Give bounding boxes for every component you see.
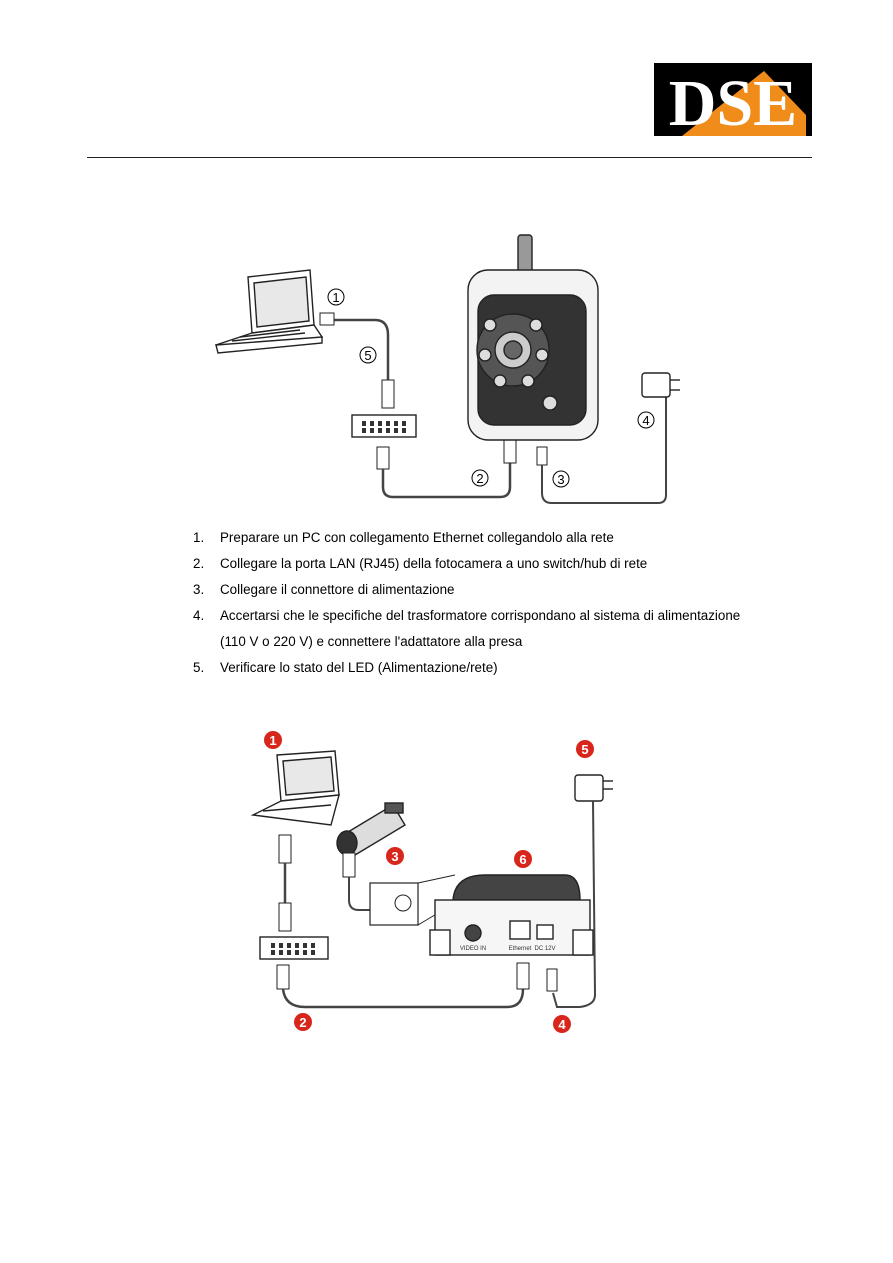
callout-5: 5: [359, 346, 377, 364]
svg-text:4: 4: [558, 1017, 566, 1032]
svg-text:3: 3: [391, 849, 398, 864]
svg-text:2: 2: [299, 1015, 306, 1030]
svg-text:3: 3: [557, 472, 564, 487]
callout-4: 4: [637, 411, 655, 429]
callout-3: 3: [552, 470, 570, 488]
svg-text:5: 5: [581, 742, 588, 757]
callout-1: 1: [327, 288, 345, 306]
callout-4: 4: [553, 1015, 571, 1033]
header-divider: [87, 157, 812, 158]
svg-text:2: 2: [476, 471, 483, 486]
callout-5: 5: [576, 740, 594, 758]
dse-logo: DSE: [654, 63, 812, 136]
svg-text:4: 4: [642, 413, 649, 428]
camera-connection-diagram: 1 5 2 3 4: [210, 225, 690, 530]
step-4-continuation: (110 V o 220 V) e connettere l'adattator…: [220, 634, 523, 649]
port-label-dc12v: DC 12V: [534, 946, 555, 952]
step-5: 5.Verificare lo stato del LED (Alimentaz…: [193, 660, 498, 675]
step-3: 3.Collegare il connettore di alimentazio…: [193, 582, 455, 597]
callout-3: 3: [386, 847, 404, 865]
callout-6: 6: [514, 850, 532, 868]
video-server-connection-diagram: VIDEO IN Ethernet DC 12V 1 2 3 4 5 6: [235, 725, 655, 1040]
logo-letters: DSE: [669, 67, 797, 136]
port-label-ethernet: Ethernet: [509, 946, 532, 952]
analog-camera-icon: [336, 802, 406, 856]
video-server-icon: [429, 874, 594, 956]
laptop-icon: [250, 750, 340, 826]
svg-text:6: 6: [519, 852, 526, 867]
power-adapter-icon: [641, 372, 680, 398]
network-hub-icon: [351, 414, 417, 438]
svg-text:1: 1: [269, 733, 276, 748]
callout-2: 2: [471, 469, 489, 487]
setup-steps-list: 1.Preparare un PC con collegamento Ether…: [193, 525, 813, 681]
step-2: 2.Collegare la porta LAN (RJ45) della fo…: [193, 556, 648, 571]
step-4: 4.Accertarsi che le specifiche del trasf…: [193, 603, 813, 655]
power-adapter-icon: [574, 774, 613, 802]
callout-2: 2: [294, 1013, 312, 1031]
laptop-icon: [214, 269, 324, 354]
svg-text:5: 5: [364, 348, 371, 363]
callout-1: 1: [264, 731, 282, 749]
network-hub-icon: [259, 936, 329, 960]
step-1: 1.Preparare un PC con collegamento Ether…: [193, 530, 614, 545]
ip-camera-icon: [467, 234, 599, 441]
port-label-video-in: VIDEO IN: [460, 946, 486, 952]
svg-text:1: 1: [332, 290, 339, 305]
